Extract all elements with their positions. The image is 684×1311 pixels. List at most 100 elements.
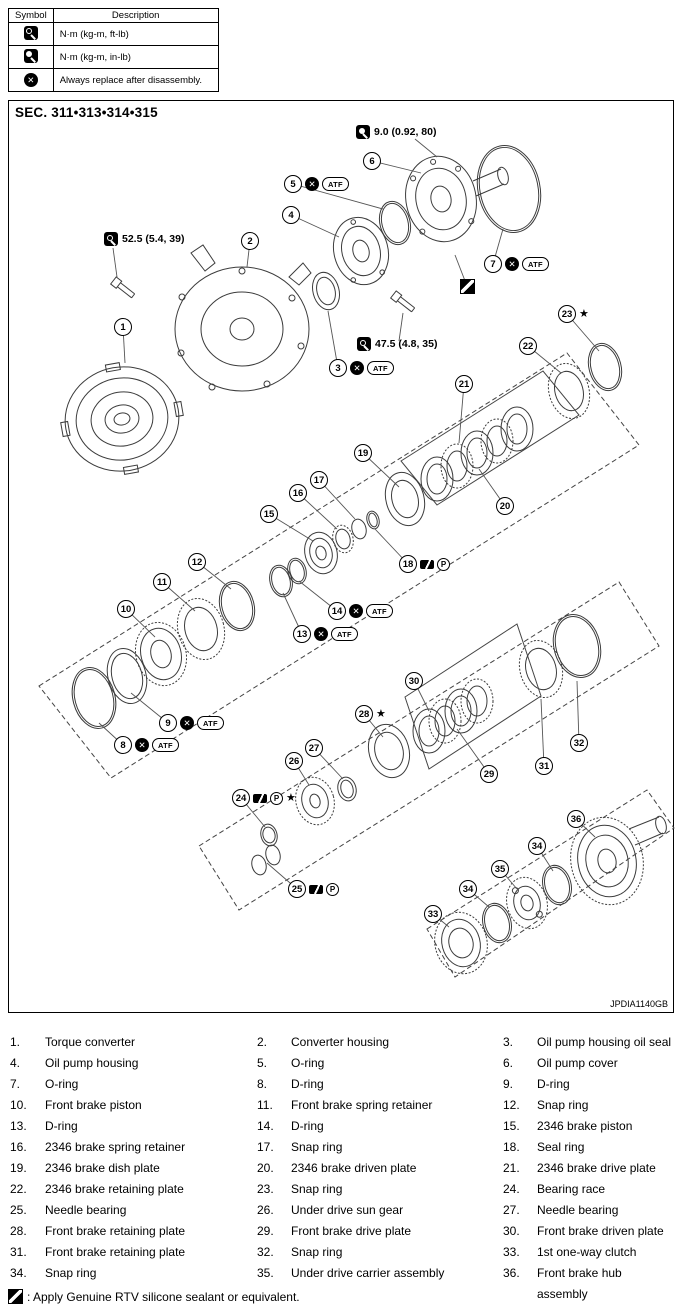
2346-brake-spring-retainer-drawing <box>332 524 354 554</box>
2346-brake-dish-plate-drawing <box>384 471 426 527</box>
symbol-legend: Symbol Description N·m (kg-m, ft-lb) N·m… <box>8 8 219 92</box>
callout-33: 33 <box>424 905 442 923</box>
part-label: Oil pump cover <box>537 1056 618 1070</box>
part-label: Front brake driven plate <box>537 1224 664 1238</box>
part-label: Under drive carrier assembly <box>291 1266 445 1280</box>
under-drive-sun-gear-drawing <box>295 776 335 826</box>
part-label: 1st one-way clutch <box>537 1245 637 1259</box>
rtv-footnote: : Apply Genuine RTV silicone sealant or … <box>8 1289 300 1304</box>
part-label: Oil pump housing oil seal <box>537 1035 672 1049</box>
callout-number: 18 <box>399 555 417 573</box>
part-number: 26. <box>257 1203 274 1217</box>
part-number: 16. <box>10 1140 27 1154</box>
legend-description: Always replace after disassembly. <box>52 68 219 92</box>
torque-spec: 52.5 (5.4, 39) <box>104 232 184 246</box>
part-number: 36. <box>503 1266 520 1280</box>
callout-number: 31 <box>535 757 553 775</box>
circled-p-icon: P <box>270 791 283 805</box>
bolt-2-drawing <box>389 290 416 313</box>
part-number: 21. <box>503 1161 520 1175</box>
callout-36: 36 <box>567 810 585 828</box>
part-number: 6. <box>503 1056 514 1070</box>
lower-parts-band <box>426 789 675 978</box>
part-number: 10. <box>10 1098 27 1112</box>
upper-parts-band <box>38 352 640 779</box>
part-label: D-ring <box>537 1077 570 1091</box>
torque-value: 52.5 (5.4, 39) <box>122 233 185 245</box>
o-ring-7-drawing <box>476 144 542 234</box>
front-brake-spring-retainer-drawing <box>176 597 226 661</box>
replace-icon: ✕ <box>23 73 38 87</box>
brake-plate-stack-box-2 <box>404 623 542 770</box>
2346-brake-piston-drawing <box>304 531 338 575</box>
callout-3: 3✕ATF <box>329 359 394 377</box>
callout-number: 13 <box>293 625 311 643</box>
part-number: 19. <box>10 1161 27 1175</box>
front-brake-hub-drawing <box>570 815 667 906</box>
bolt-drawing <box>109 276 136 299</box>
replace-icon: ✕ <box>349 604 363 618</box>
circled-p-icon: P <box>437 557 450 571</box>
callout-1: 1 <box>114 318 132 336</box>
part-number: 5. <box>257 1056 268 1070</box>
callout-number: 17 <box>310 471 328 489</box>
callout-31: 31 <box>535 757 553 775</box>
part-label: 2346 brake spring retainer <box>45 1140 186 1154</box>
callout-30: 30 <box>405 672 423 690</box>
part-label: Seal ring <box>537 1140 585 1154</box>
replace-icon: ✕ <box>305 177 319 191</box>
part-number: 17. <box>257 1140 274 1154</box>
part-label: Needle bearing <box>45 1203 127 1217</box>
callout-29: 29 <box>480 765 498 783</box>
part-number: 33. <box>503 1245 520 1259</box>
callout-23: 23★ <box>558 305 589 323</box>
part-number: 24. <box>503 1182 520 1196</box>
part-label: D-ring <box>291 1119 324 1133</box>
callout-19: 19 <box>354 444 372 462</box>
front-brake-plate-stack-drawing <box>412 678 494 754</box>
atf-badge: ATF <box>197 716 224 730</box>
part-number: 22. <box>10 1182 27 1196</box>
callout-8: 8✕ATF <box>114 736 179 754</box>
part-number: 12. <box>503 1098 520 1112</box>
callout-number: 33 <box>424 905 442 923</box>
callout-number: 28 <box>355 705 373 723</box>
replace-icon: ✕ <box>350 361 364 375</box>
part-number: 15. <box>503 1119 520 1133</box>
part-number: 3. <box>503 1035 514 1049</box>
snap-ring-12-drawing <box>218 580 256 632</box>
part-label: Snap ring <box>45 1266 97 1280</box>
torque-ftlb-icon <box>104 232 118 246</box>
replace-icon: ✕ <box>180 716 194 730</box>
part-number: 2. <box>257 1035 268 1049</box>
legend-header-description: Description <box>52 8 219 23</box>
callout-32: 32 <box>570 734 588 752</box>
callout-number: 10 <box>117 600 135 618</box>
part-number: 11. <box>257 1098 273 1112</box>
atf-badge: ATF <box>366 604 393 618</box>
replace-icon: ✕ <box>314 627 328 641</box>
legend-description: N·m (kg-m, in-lb) <box>52 45 219 69</box>
legend-header-symbol: Symbol <box>8 8 54 23</box>
snap-ring-17-drawing <box>351 518 367 540</box>
part-label: 2346 brake dish plate <box>45 1161 160 1175</box>
callout-9: 9✕ATF <box>159 714 224 732</box>
part-number: 29. <box>257 1224 274 1238</box>
part-number: 8. <box>257 1077 268 1091</box>
callout-27: 27 <box>305 739 323 757</box>
callout-34: 34 <box>459 880 477 898</box>
callout-20: 20 <box>496 497 514 515</box>
callout-4: 4 <box>282 206 300 224</box>
callout-5: 5✕ATF <box>284 175 349 193</box>
star-mark: ★ <box>286 791 296 804</box>
part-number: 23. <box>257 1182 274 1196</box>
part-number: 1. <box>10 1035 21 1049</box>
star-mark: ★ <box>579 307 589 320</box>
part-label: Front brake retaining plate <box>45 1245 186 1259</box>
rtv-sealant-icon <box>8 1289 23 1304</box>
legend-row: N·m (kg-m, in-lb) <box>8 45 219 69</box>
star-mark: ★ <box>376 707 386 720</box>
